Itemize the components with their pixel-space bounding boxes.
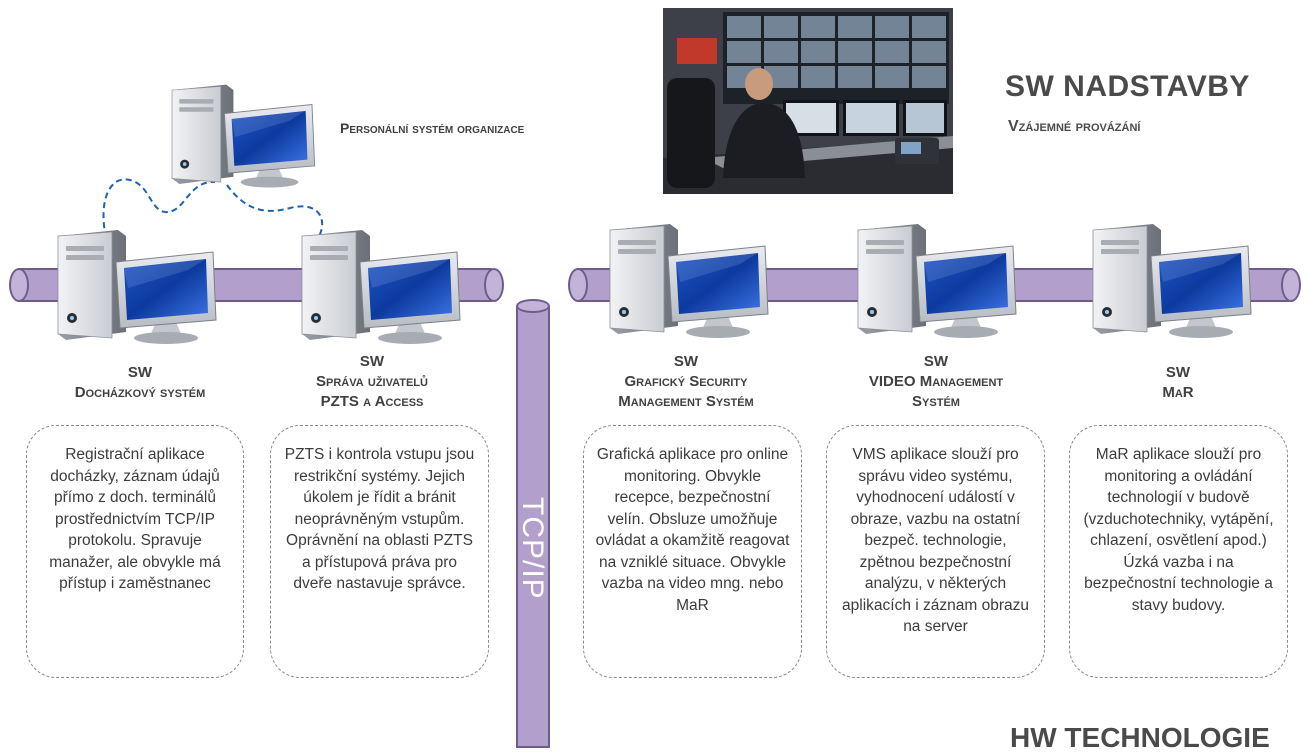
computer-icon <box>1083 222 1258 342</box>
network-pipe-left-cap-start <box>9 268 29 302</box>
system-sw-label: SW <box>359 353 385 370</box>
system-description-access: PZTS i kontrola vstupu jsou restrikční s… <box>270 425 489 678</box>
network-pipe-vertical-cap <box>516 299 550 313</box>
computer-icon <box>48 228 223 348</box>
computer-icon <box>600 222 775 342</box>
network-pipe-vertical <box>516 306 550 748</box>
hardware-section-label: HW TECHNOLOGIE <box>1010 722 1270 753</box>
organization-computer-icon <box>163 82 321 192</box>
network-pipe-right-cap-end <box>1281 268 1301 302</box>
system-heading-video-management: SW VIDEO Management Systém <box>836 352 1036 412</box>
system-heading-attendance: SW Docházkový systém <box>40 363 240 403</box>
system-heading-mar: SW MaR <box>1078 363 1278 403</box>
computer-icon <box>292 228 467 348</box>
system-name-line: Docházkový systém <box>74 384 206 401</box>
network-pipe-right-cap-start <box>568 268 588 302</box>
system-sw-label: SW <box>127 364 153 381</box>
network-pipe-left-cap-end <box>484 268 504 302</box>
system-sw-label: SW <box>923 353 949 370</box>
system-name-line: Grafický Security <box>624 373 748 390</box>
system-description-video-management: VMS aplikace slouží pro správu video sys… <box>826 425 1045 678</box>
system-description-attendance: Registrační aplikace docházky, záznam úd… <box>26 425 244 678</box>
computer-icon <box>848 222 1023 342</box>
system-heading-access: SW Správa uživatelů PZTS a Access <box>272 352 472 412</box>
network-label: TCP/IP <box>516 497 549 600</box>
system-name-line: PZTS a Access <box>320 393 424 410</box>
system-name-line: Management Systém <box>618 393 754 410</box>
system-name-line: VIDEO Management <box>868 373 1004 390</box>
system-name-line: Systém <box>912 393 960 410</box>
system-sw-label: SW <box>673 353 699 370</box>
system-sw-label: SW <box>1165 364 1191 381</box>
page-subtitle: Vzájemné provázání <box>1008 118 1141 135</box>
system-name-line: MaR <box>1162 384 1194 401</box>
connection-lines <box>102 178 324 247</box>
control-room-photo <box>663 8 953 194</box>
system-description-security-management: Grafická aplikace pro online monitoring.… <box>583 425 802 678</box>
system-heading-security-management: SW Grafický Security Management Systém <box>586 352 786 412</box>
page-title: SW NADSTAVBY <box>1005 70 1250 103</box>
system-name-line: Správa uživatelů <box>316 373 428 390</box>
system-description-mar: MaR aplikace slouží pro monitoring a ovl… <box>1069 425 1288 678</box>
organization-label: Personální systém organizace <box>340 120 525 136</box>
